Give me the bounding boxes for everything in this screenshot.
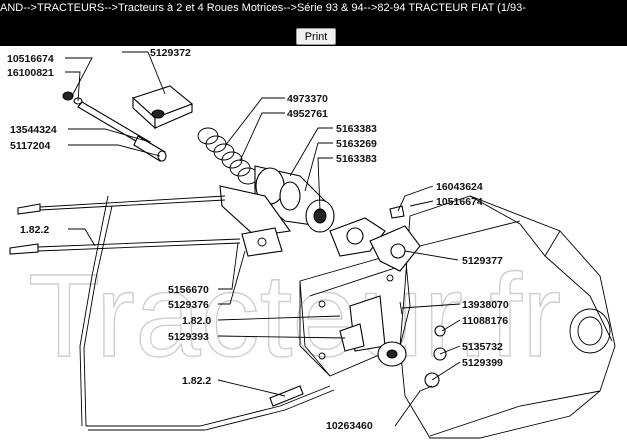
parts-diagram: Tracteur.fr — [7, 47, 616, 439]
transmission-housing — [299, 195, 616, 439]
springs — [197, 127, 259, 185]
part-label[interactable]: 5129377 — [462, 255, 503, 267]
print-button[interactable]: Print — [296, 28, 336, 45]
part-label[interactable]: 5129399 — [462, 357, 503, 369]
part-label[interactable]: 16043624 — [436, 181, 483, 193]
release-bearing — [219, 165, 335, 257]
breadcrumb[interactable]: AND-->TRACTEURS-->Tracteurs à 2 et 4 Rou… — [0, 2, 526, 14]
leader-lines — [65, 51, 461, 427]
part-label[interactable]: 5163383 — [336, 153, 377, 165]
part-label[interactable]: 10516674 — [7, 53, 54, 65]
part-label[interactable]: 13544324 — [10, 124, 57, 136]
part-label[interactable]: 16100821 — [7, 67, 54, 79]
part-label[interactable]: 4952761 — [287, 108, 328, 120]
part-label[interactable]: 5117204 — [10, 140, 50, 152]
part-label[interactable]: 11088176 — [462, 315, 508, 327]
part-label[interactable]: 10516674 — [436, 196, 483, 208]
top-bar: AND-->TRACTEURS-->Tracteurs à 2 et 4 Rou… — [0, 0, 627, 46]
pedal-pad — [131, 85, 194, 130]
part-label[interactable]: 5129376 — [168, 299, 209, 311]
bolt-assembly — [62, 91, 167, 162]
part-label[interactable]: 5135732 — [462, 341, 503, 353]
part-label[interactable]: 10263460 — [326, 420, 373, 432]
part-labels: 10516674 16100821 5129372 4973370 495276… — [7, 47, 509, 432]
part-label[interactable]: 5163269 — [336, 138, 377, 150]
part-label[interactable]: 13938070 — [462, 299, 509, 311]
part-label[interactable]: 5163383 — [336, 123, 377, 135]
part-label[interactable]: 4973370 — [287, 93, 328, 105]
control-cables — [9, 195, 335, 431]
part-label[interactable]: 1.82.2 — [182, 375, 211, 387]
part-label[interactable]: 1.82.0 — [182, 315, 211, 327]
lever-assembly — [329, 205, 447, 388]
part-label[interactable]: 5129393 — [168, 331, 209, 343]
part-label[interactable]: 5156670 — [168, 284, 209, 296]
part-label[interactable]: 1.82.2 — [20, 224, 49, 236]
watermark: Tracteur.fr — [28, 250, 561, 382]
part-label[interactable]: 5129372 — [150, 47, 191, 59]
